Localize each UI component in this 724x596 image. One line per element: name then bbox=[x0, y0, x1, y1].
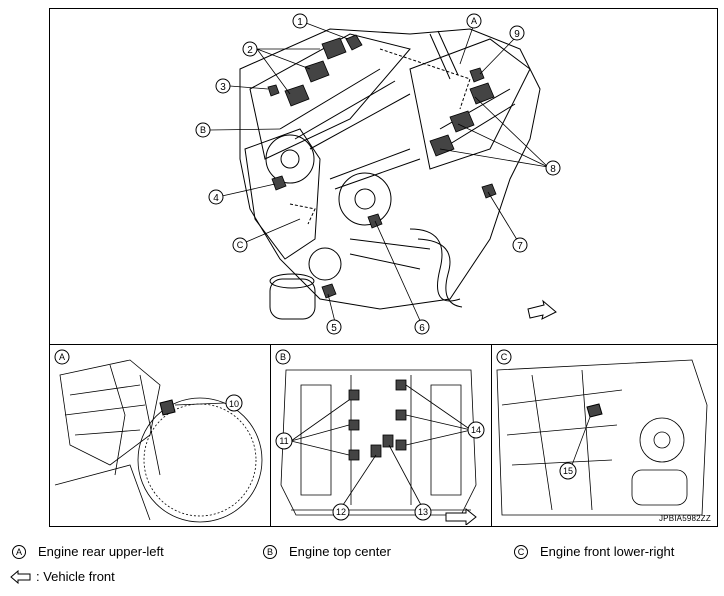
callout-6: 6 bbox=[414, 319, 430, 335]
legend-text-b: Engine top center bbox=[289, 544, 391, 559]
oil-filter bbox=[269, 278, 316, 320]
sensor-4 bbox=[271, 175, 287, 191]
sensor-1 bbox=[345, 34, 363, 51]
svg-text:C: C bbox=[237, 240, 244, 250]
arrow-icon bbox=[445, 507, 477, 525]
ignition-coil-right-1 bbox=[469, 82, 495, 105]
figure-code: JPBIA5982ZZ bbox=[658, 514, 711, 523]
sensor-3 bbox=[267, 84, 280, 97]
svg-text:C: C bbox=[501, 352, 508, 362]
legend-symbol-a: A bbox=[12, 544, 26, 559]
legend-text-a: Engine rear upper-left bbox=[38, 544, 164, 559]
view-marker-a: A bbox=[466, 13, 482, 29]
sensor-10 bbox=[159, 399, 176, 416]
inset-view-b: B 11 12 13 14 bbox=[271, 344, 492, 526]
callout-9: 9 bbox=[509, 25, 525, 41]
svg-text:A: A bbox=[471, 16, 477, 26]
svg-text:A: A bbox=[59, 352, 65, 362]
svg-text:5: 5 bbox=[331, 323, 337, 334]
sensor-5 bbox=[321, 283, 337, 299]
legend-item-b: B Engine top center bbox=[263, 544, 391, 559]
callout-13: 13 bbox=[414, 503, 432, 521]
vehicle-front-text: : Vehicle front bbox=[36, 569, 115, 584]
ignition-coil-right-2 bbox=[449, 110, 475, 133]
legend-item-a: A Engine rear upper-left bbox=[12, 544, 164, 559]
legend-item-c: C Engine front lower-right bbox=[514, 544, 674, 559]
ignition-coil-left-1 bbox=[321, 37, 347, 60]
inset-view-c: C 15 JPBIA5982ZZ bbox=[492, 344, 717, 526]
svg-text:7: 7 bbox=[517, 241, 523, 252]
inset-view-a: A 10 bbox=[50, 344, 271, 526]
legend-symbol-b: B bbox=[263, 544, 277, 559]
callout-15: 15 bbox=[559, 462, 577, 480]
coolant-hose-outer bbox=[417, 238, 463, 308]
front-pulley-hub bbox=[354, 188, 376, 210]
svg-text:1: 1 bbox=[297, 17, 303, 28]
right-cylinder-head bbox=[409, 38, 531, 170]
svg-text:11: 11 bbox=[279, 436, 288, 446]
callout-4: 4 bbox=[208, 189, 224, 205]
callout-5: 5 bbox=[326, 319, 342, 335]
callout-1: 1 bbox=[292, 13, 308, 29]
callout-7: 7 bbox=[512, 237, 528, 253]
oil-filter-top bbox=[269, 273, 315, 289]
timing-pulley bbox=[265, 134, 315, 184]
svg-text:6: 6 bbox=[419, 323, 425, 334]
diagram-frame: 1 2 3 4 5 6 7 8 9 A B C bbox=[49, 8, 718, 527]
svg-text:2: 2 bbox=[247, 45, 253, 56]
callout-10: 10 bbox=[225, 394, 243, 412]
arrow-icon bbox=[527, 299, 557, 320]
view-marker-c: C bbox=[232, 237, 248, 253]
svg-text:3: 3 bbox=[220, 82, 226, 93]
engine-illustration: 1 2 3 4 5 6 7 8 9 A B C bbox=[195, 13, 561, 335]
callout-11: 11 bbox=[275, 432, 293, 450]
lower-pulley bbox=[308, 247, 342, 281]
legend-vehicle-front: : Vehicle front bbox=[10, 569, 115, 584]
svg-text:14: 14 bbox=[471, 425, 481, 435]
timing-cover bbox=[244, 128, 321, 260]
inset-a-letter: A bbox=[54, 349, 70, 365]
legend-text-c: Engine front lower-right bbox=[540, 544, 675, 559]
inset-c-letter: C bbox=[496, 349, 512, 365]
svg-text:15: 15 bbox=[563, 466, 573, 476]
svg-text:4: 4 bbox=[213, 193, 219, 204]
svg-text:B: B bbox=[280, 352, 286, 362]
ignition-coil-left-2 bbox=[304, 60, 330, 83]
main-engine-view: 1 2 3 4 5 6 7 8 9 A B C bbox=[50, 9, 716, 344]
callout-2: 2 bbox=[242, 41, 258, 57]
pipe-top bbox=[429, 30, 459, 80]
front-pulley bbox=[338, 172, 392, 226]
sensor-7 bbox=[481, 183, 497, 199]
sensor-15 bbox=[586, 403, 603, 418]
callout-3: 3 bbox=[215, 78, 231, 94]
ignition-coil-left-3 bbox=[284, 84, 310, 107]
svg-text:10: 10 bbox=[229, 399, 239, 409]
svg-text:12: 12 bbox=[336, 507, 346, 517]
callout-8: 8 bbox=[545, 160, 561, 176]
svg-text:B: B bbox=[200, 125, 206, 135]
view-marker-b: B bbox=[195, 122, 211, 138]
inset-b-letter: B bbox=[275, 349, 291, 365]
svg-text:9: 9 bbox=[514, 29, 520, 40]
ignition-coil-right-3 bbox=[429, 134, 455, 157]
callout-14: 14 bbox=[467, 421, 485, 439]
sensor-9 bbox=[469, 67, 485, 83]
timing-pulley-hub bbox=[280, 149, 300, 169]
legend-symbol-c: C bbox=[514, 544, 528, 559]
svg-text:8: 8 bbox=[550, 164, 556, 175]
engine-outline bbox=[239, 28, 541, 310]
callout-12: 12 bbox=[332, 503, 350, 521]
coolant-hose bbox=[409, 228, 461, 302]
vehicle-front-arrow-icon bbox=[10, 569, 31, 584]
svg-text:13: 13 bbox=[418, 507, 428, 517]
